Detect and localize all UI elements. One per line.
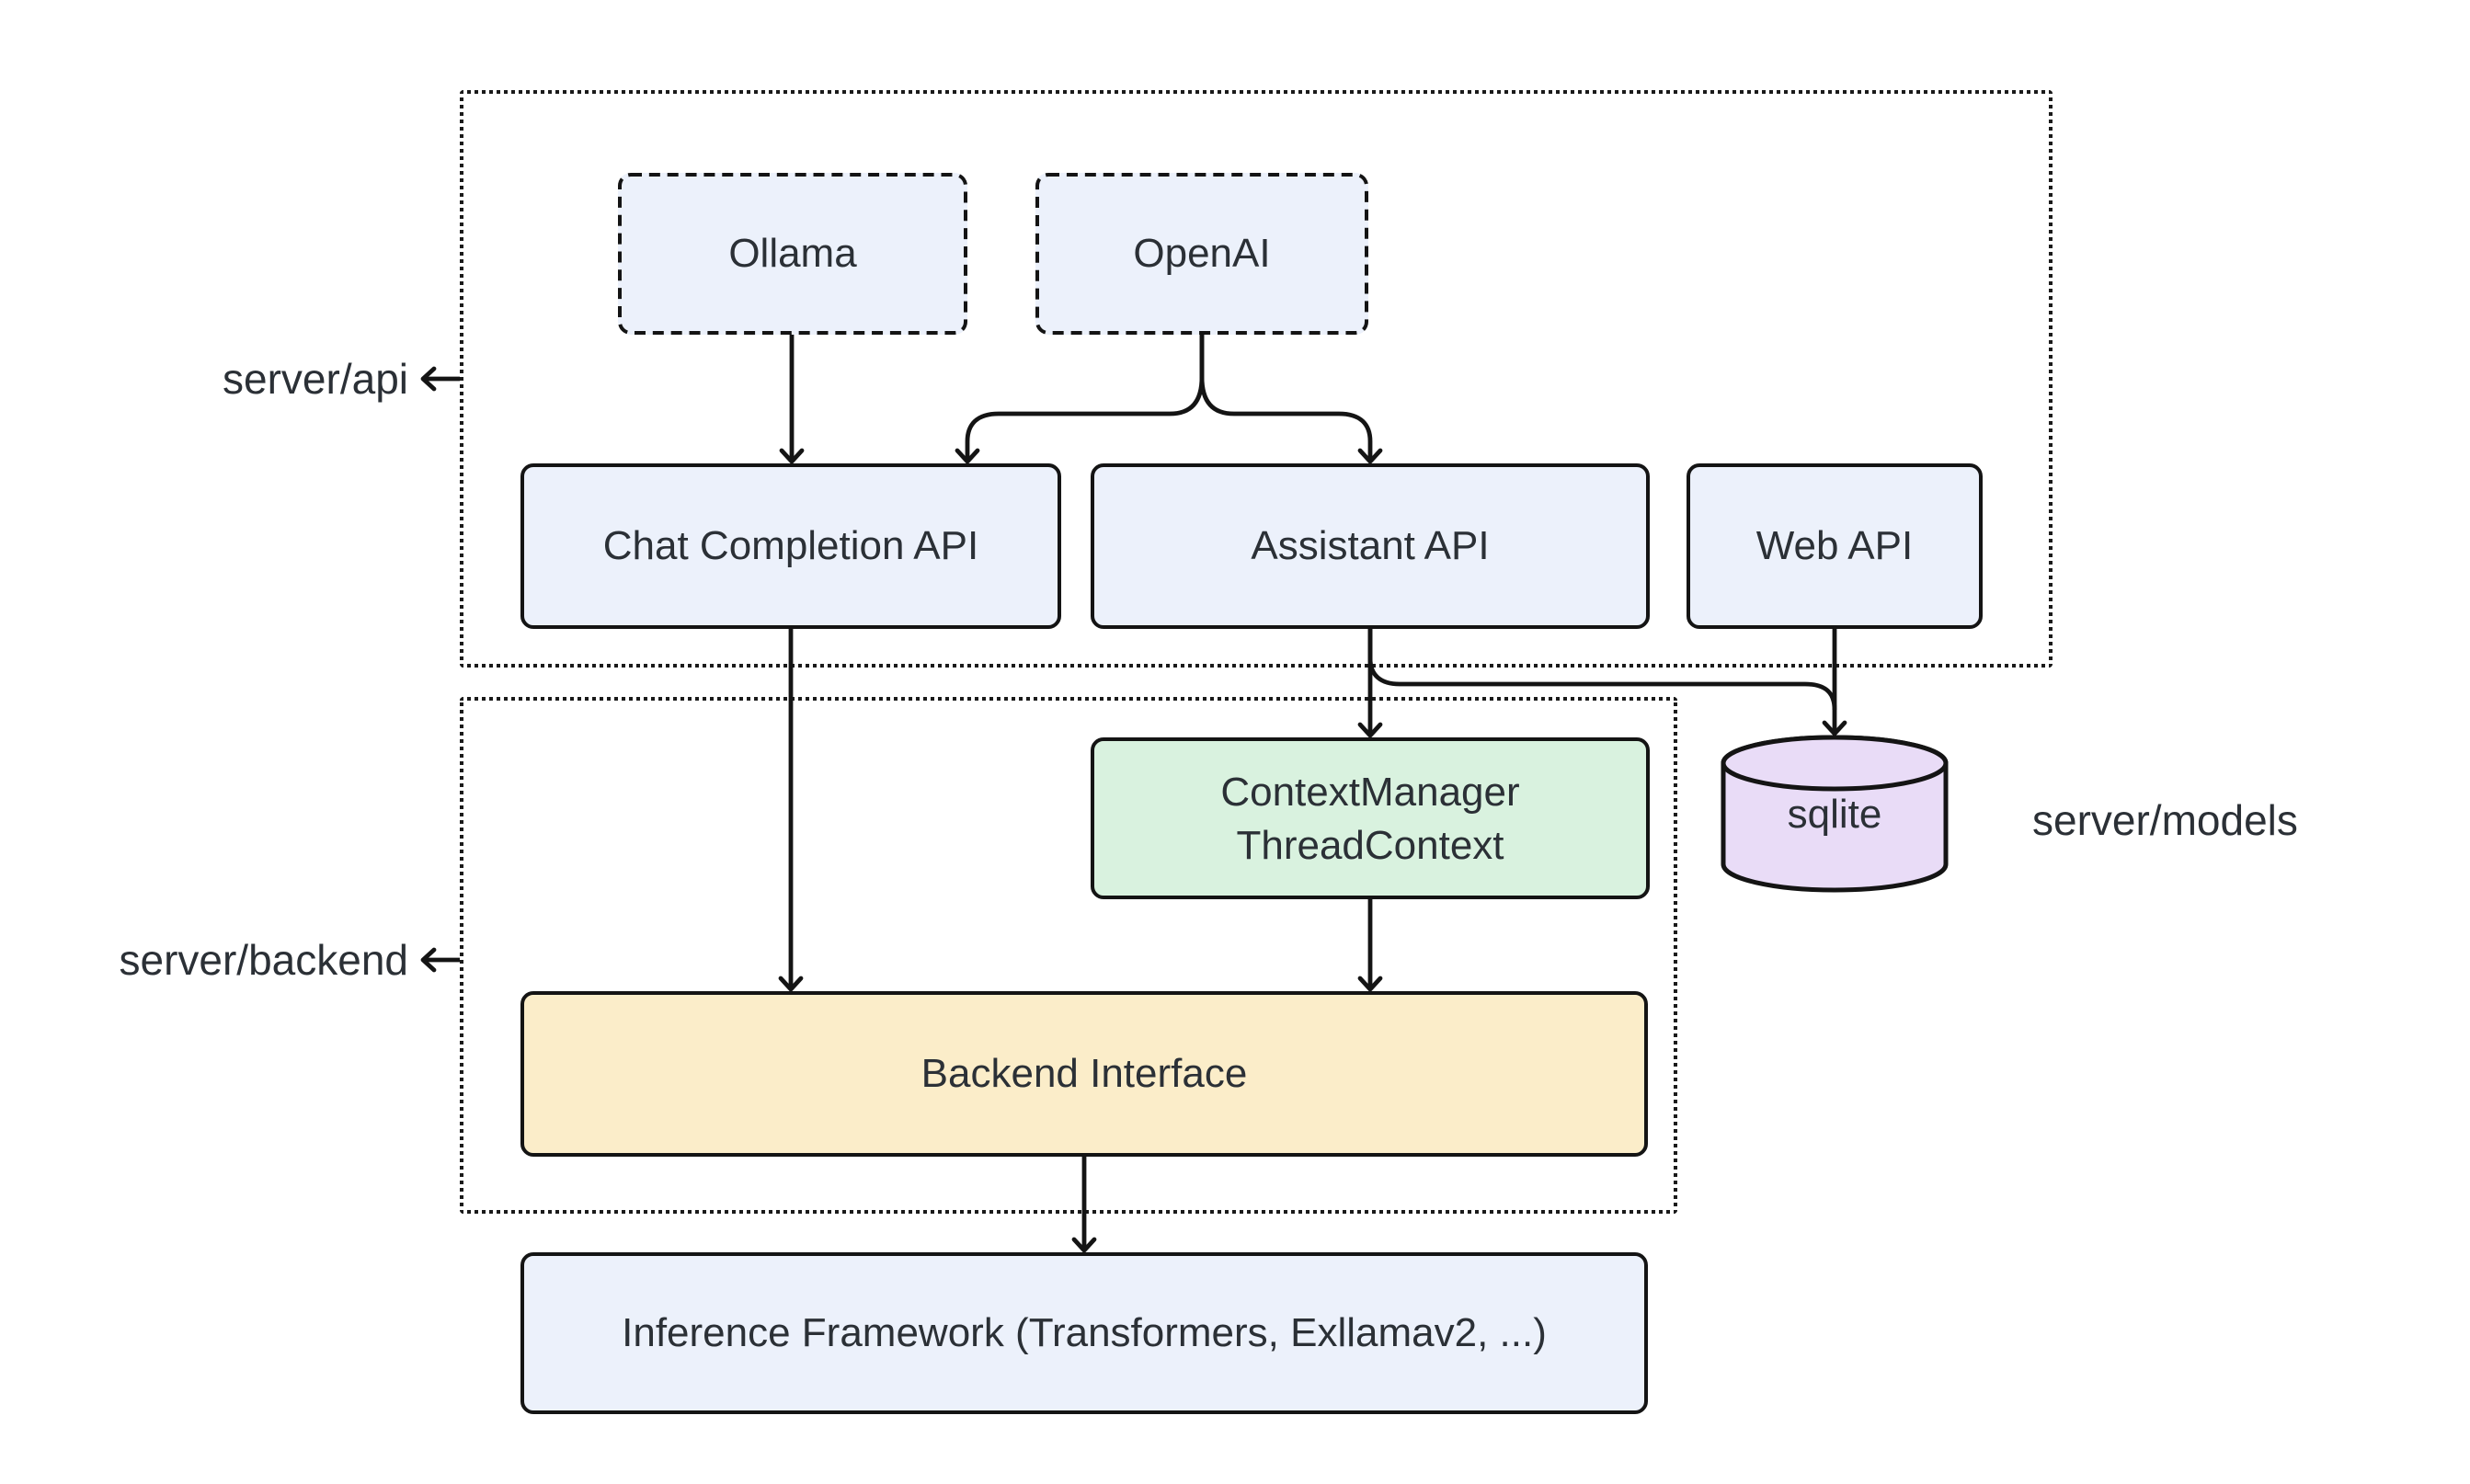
server-backend-group — [460, 697, 1677, 1214]
node-context-manager-line2: ThreadContext — [1236, 822, 1504, 868]
server-api-group — [460, 90, 2053, 668]
node-backend-interface-label: Backend Interface — [921, 1050, 1248, 1097]
edge-openai-assistant — [1199, 335, 1383, 464]
server-backend-label: server/backend — [119, 936, 409, 984]
edge-assistant-sqlite — [1367, 629, 1837, 711]
node-inference-framework-label: Inference Framework (Transformers, Exlla… — [622, 1309, 1547, 1356]
node-assistant-api-label: Assistant API — [1251, 522, 1490, 569]
node-inference-framework: Inference Framework (Transformers, Exlla… — [520, 1252, 1648, 1414]
database-cylinder-icon — [1721, 735, 1949, 893]
node-sqlite-database: sqlite — [1718, 734, 1951, 897]
node-chat-completion-api: Chat Completion API — [520, 463, 1061, 629]
node-web-api: Web API — [1687, 463, 1983, 629]
node-openai-label: OpenAI — [1133, 230, 1271, 277]
node-sqlite-label: sqlite — [1787, 791, 1882, 837]
node-ollama: Ollama — [618, 173, 967, 335]
node-openai: OpenAI — [1035, 173, 1368, 335]
node-context-manager-line1: ContextManager — [1220, 768, 1520, 815]
edge-openai-chat — [955, 335, 1205, 464]
server-api-label: server/api — [223, 355, 408, 403]
node-web-api-label: Web API — [1755, 522, 1914, 569]
node-assistant-api: Assistant API — [1091, 463, 1650, 629]
node-backend-interface: Backend Interface — [520, 991, 1648, 1157]
node-context-manager: ContextManager ThreadContext — [1091, 737, 1650, 899]
server-models-label: server/models — [2032, 796, 2298, 844]
node-ollama-label: Ollama — [728, 230, 857, 277]
node-chat-completion-api-label: Chat Completion API — [602, 522, 979, 569]
